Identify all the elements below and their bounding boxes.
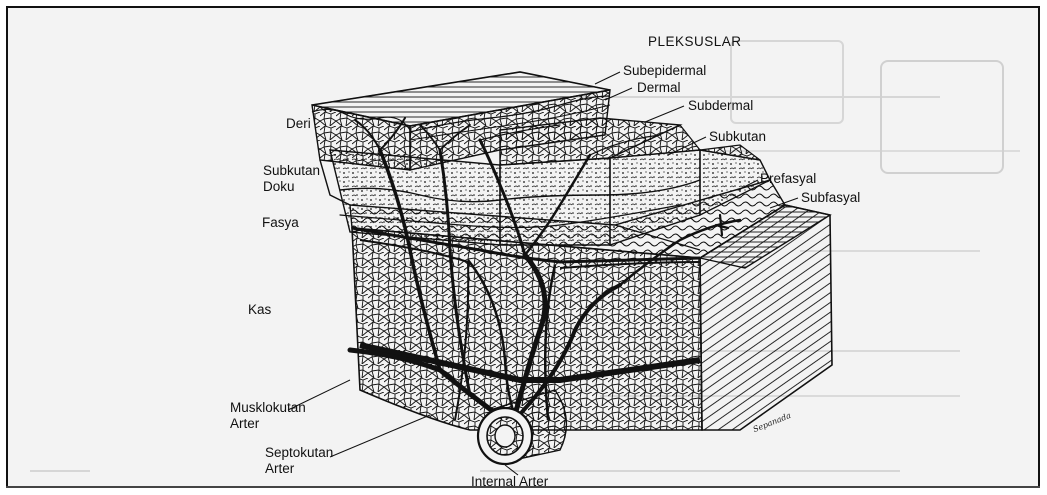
- label-musklokutan-arter: Musklokutan Arter: [230, 400, 306, 432]
- label-fasya: Fasya: [262, 215, 299, 231]
- label-subkutan: Subkutan: [709, 129, 766, 145]
- label-deri: Deri: [286, 116, 311, 132]
- label-internal-arter: Internal Arter: [471, 474, 548, 490]
- label-septokutan-arter: Septokutan Arter: [265, 445, 333, 477]
- label-subfasyal: Subfasyal: [801, 190, 860, 206]
- label-prefasyal: Prefasyal: [760, 171, 816, 187]
- label-subepidermal: Subepidermal: [623, 63, 706, 79]
- label-subdermal: Subdermal: [688, 98, 753, 114]
- label-subkutan-doku: Subkutan Doku: [263, 163, 320, 195]
- diagram-title: PLEKSUSLAR: [648, 34, 742, 49]
- label-kas: Kas: [248, 302, 271, 318]
- label-dermal: Dermal: [637, 80, 681, 96]
